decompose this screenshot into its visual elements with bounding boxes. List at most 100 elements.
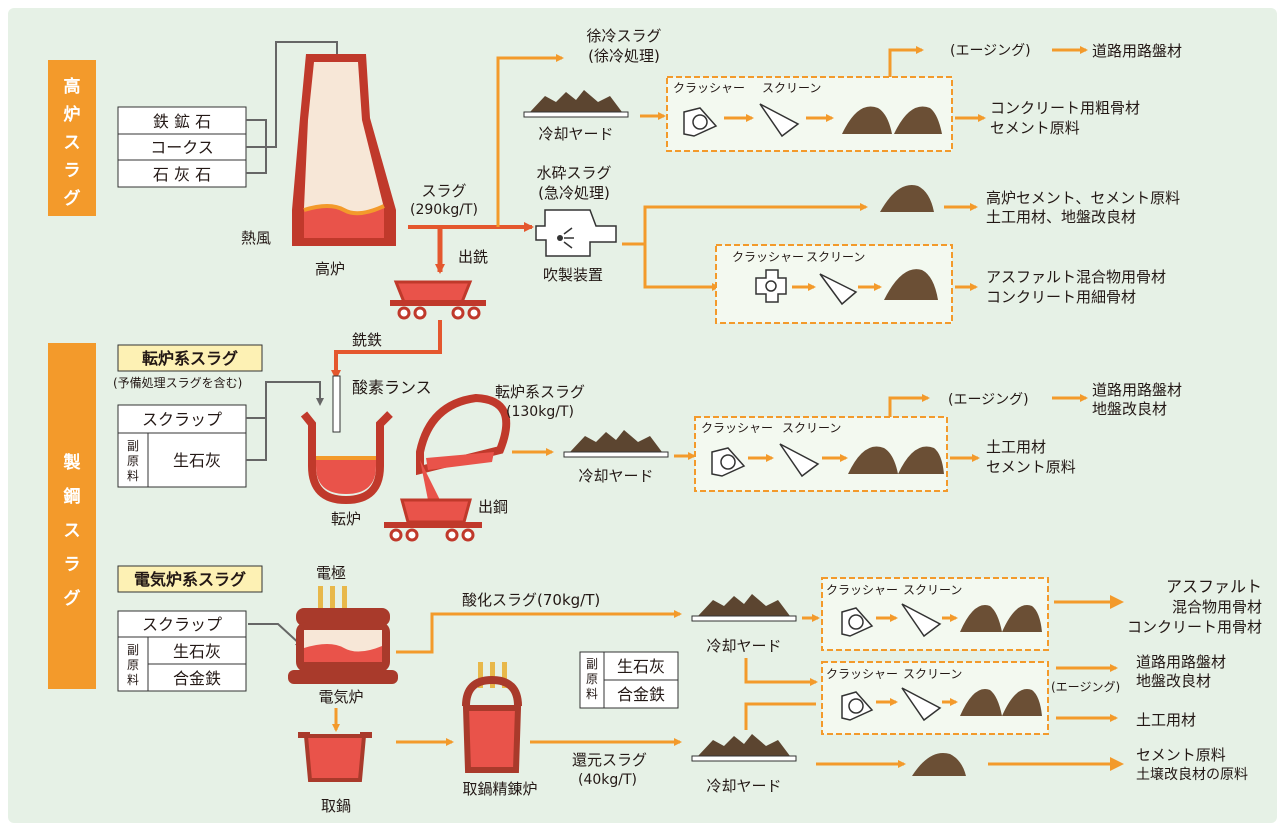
- bf-input-table: 鉄 鉱 石 コークス 石 灰 石: [117, 106, 247, 188]
- cooling-yard-pile-icon: [691, 734, 797, 762]
- pig-iron-arrow: [331, 320, 442, 380]
- screen-label-5: スクリーン: [903, 667, 962, 681]
- crusher-label-2: クラッシャー: [732, 250, 804, 264]
- slow-cooled-branch: [496, 54, 564, 227]
- oxygen-lance-icon: [332, 375, 341, 433]
- ladle-refining-furnace-icon: [462, 662, 522, 773]
- cooling-yard-label-3: 冷却ヤード: [706, 637, 781, 655]
- blowing-device-icon: [535, 209, 617, 257]
- crusher-icon: [841, 607, 874, 637]
- hot-air-label: 熱風: [241, 229, 271, 247]
- crusher-icon: [683, 107, 718, 137]
- converter-label: 転炉: [331, 510, 361, 528]
- eaf-product-asphalt-1: アスファルト: [1166, 577, 1262, 596]
- granulated-sub: (急冷処理): [538, 184, 610, 202]
- svg-text:副: 副: [127, 643, 139, 657]
- screen-label-3: スクリーン: [782, 421, 841, 435]
- converter-header-box: [117, 344, 263, 372]
- cooling-yard-pile-icon: [523, 90, 629, 118]
- side-label-char: ス: [64, 521, 81, 541]
- blast-furnace-side-label: 高炉スラグ: [64, 76, 81, 209]
- converter-slag-label: 転炉系スラグ: [495, 383, 585, 401]
- eaf-header: 電気炉系スラグ: [134, 570, 246, 589]
- side-label-char: ラ: [64, 161, 81, 181]
- aging-label-1: (エージング): [950, 43, 1031, 59]
- aggregate-pile-icon: [842, 106, 942, 134]
- screen-icon: [901, 603, 942, 638]
- input-limestone: 石 灰 石: [153, 165, 211, 184]
- eaf-product-soil: 土壌改良材の原料: [1136, 767, 1248, 783]
- ladle-label: 取鍋: [321, 797, 351, 815]
- screen-label-2: スクリーン: [806, 250, 865, 264]
- blast-furnace-side-bar: [48, 60, 96, 216]
- reducing-slag-amount: (40kg/T): [578, 772, 637, 788]
- screen-icon: [819, 273, 858, 306]
- screen-icon: [779, 443, 820, 478]
- oxidizing-slag-label: 酸化スラグ(70kg/T): [462, 591, 600, 609]
- electric-furnace-icon: [288, 586, 398, 684]
- granulated-label: 水砕スラグ: [536, 164, 611, 182]
- converter-aux-3: 料: [127, 469, 139, 483]
- tapping-label: 出銑: [458, 248, 488, 266]
- steel-side-bar: [48, 343, 96, 689]
- eaf-product-road: 道路用路盤材: [1136, 653, 1226, 671]
- aging-label-3: (エージング): [1051, 680, 1120, 694]
- crushing-process-box-3: [694, 416, 948, 492]
- svg-text:料: 料: [127, 673, 139, 687]
- crusher-label-4: クラッシャー: [826, 583, 898, 597]
- svg-text:料: 料: [586, 687, 598, 701]
- crusher-icon: [841, 691, 874, 721]
- eaf-quicklime: 生石灰: [173, 642, 221, 661]
- bf-product-asphalt-2: コンクリート用細骨材: [986, 288, 1136, 306]
- refining-quicklime: 生石灰: [617, 657, 665, 676]
- bf-feed-connector: [246, 41, 337, 174]
- ladle-refining-label: 取鍋精錬炉: [462, 780, 537, 798]
- screen-label-4: スクリーン: [903, 583, 962, 597]
- cooling-yard-pile-icon: [563, 430, 669, 458]
- side-label-char: 炉: [64, 104, 81, 125]
- side-label-char: ラ: [64, 555, 81, 575]
- crushing-process-box-1: [666, 76, 953, 152]
- bf-product-asphalt-1: アスファルト混合物用骨材: [986, 268, 1166, 286]
- slow-cooled-label: 徐冷スラグ: [586, 27, 661, 45]
- conv-product-ground: 地盤改良材: [1092, 400, 1167, 418]
- conv-product-road: 道路用路盤材: [1092, 381, 1182, 399]
- conv-product-earthwork: 土工用材: [986, 438, 1046, 456]
- converter-quicklime: 生石灰: [173, 451, 221, 470]
- eaf-header-box: [117, 565, 263, 593]
- eaf-scrap: スクラップ: [142, 615, 222, 634]
- crusher-label-3: クラッシャー: [701, 421, 773, 435]
- converter-aux-1: 副: [127, 439, 139, 453]
- bf-product-coarse-1: コンクリート用粗骨材: [990, 99, 1140, 117]
- refining-aux-table: 副 原 料 生石灰 合金鉄: [579, 651, 679, 709]
- ladle-icon: [298, 732, 372, 782]
- bf-product-road-base: 道路用路盤材: [1092, 42, 1182, 60]
- cooling-yard-label-4: 冷却ヤード: [706, 777, 781, 795]
- eaf-label: 電気炉: [318, 688, 363, 706]
- converter-input-table: スクラップ 副 原 料 生石灰: [117, 404, 247, 488]
- granulated-pile-icon: [880, 185, 934, 212]
- reducing-slag-label: 還元スラグ: [572, 751, 647, 769]
- side-label-char: ス: [64, 133, 81, 153]
- slag-label: スラグ: [421, 182, 466, 200]
- screen-label-1: スクリーン: [762, 81, 821, 95]
- oxygen-lance-label: 酸素ランス: [352, 378, 432, 397]
- torpedo-car-icon: [390, 280, 486, 320]
- converter-slag-amount: (130kg/T): [506, 404, 574, 420]
- aging-label-2: (エージング): [948, 392, 1029, 408]
- screen-icon: [759, 103, 800, 138]
- bf-product-coarse-2: セメント原料: [990, 119, 1080, 137]
- ladle-car-icon: [384, 498, 482, 542]
- cooling-yard-label-2: 冷却ヤード: [578, 467, 653, 485]
- screen-icon: [901, 687, 942, 722]
- cooling-yard-label-1: 冷却ヤード: [538, 125, 613, 143]
- tilted-converter-icon: [416, 393, 511, 500]
- refining-alloy: 合金鉄: [617, 685, 665, 704]
- converter-scrap: スクラップ: [142, 410, 222, 429]
- pig-iron-label: 銑鉄: [352, 331, 382, 349]
- crusher-cross-icon: [755, 269, 787, 303]
- conv-product-cement: セメント原料: [986, 458, 1076, 476]
- side-label-char: グ: [64, 188, 81, 209]
- svg-text:原: 原: [127, 658, 139, 672]
